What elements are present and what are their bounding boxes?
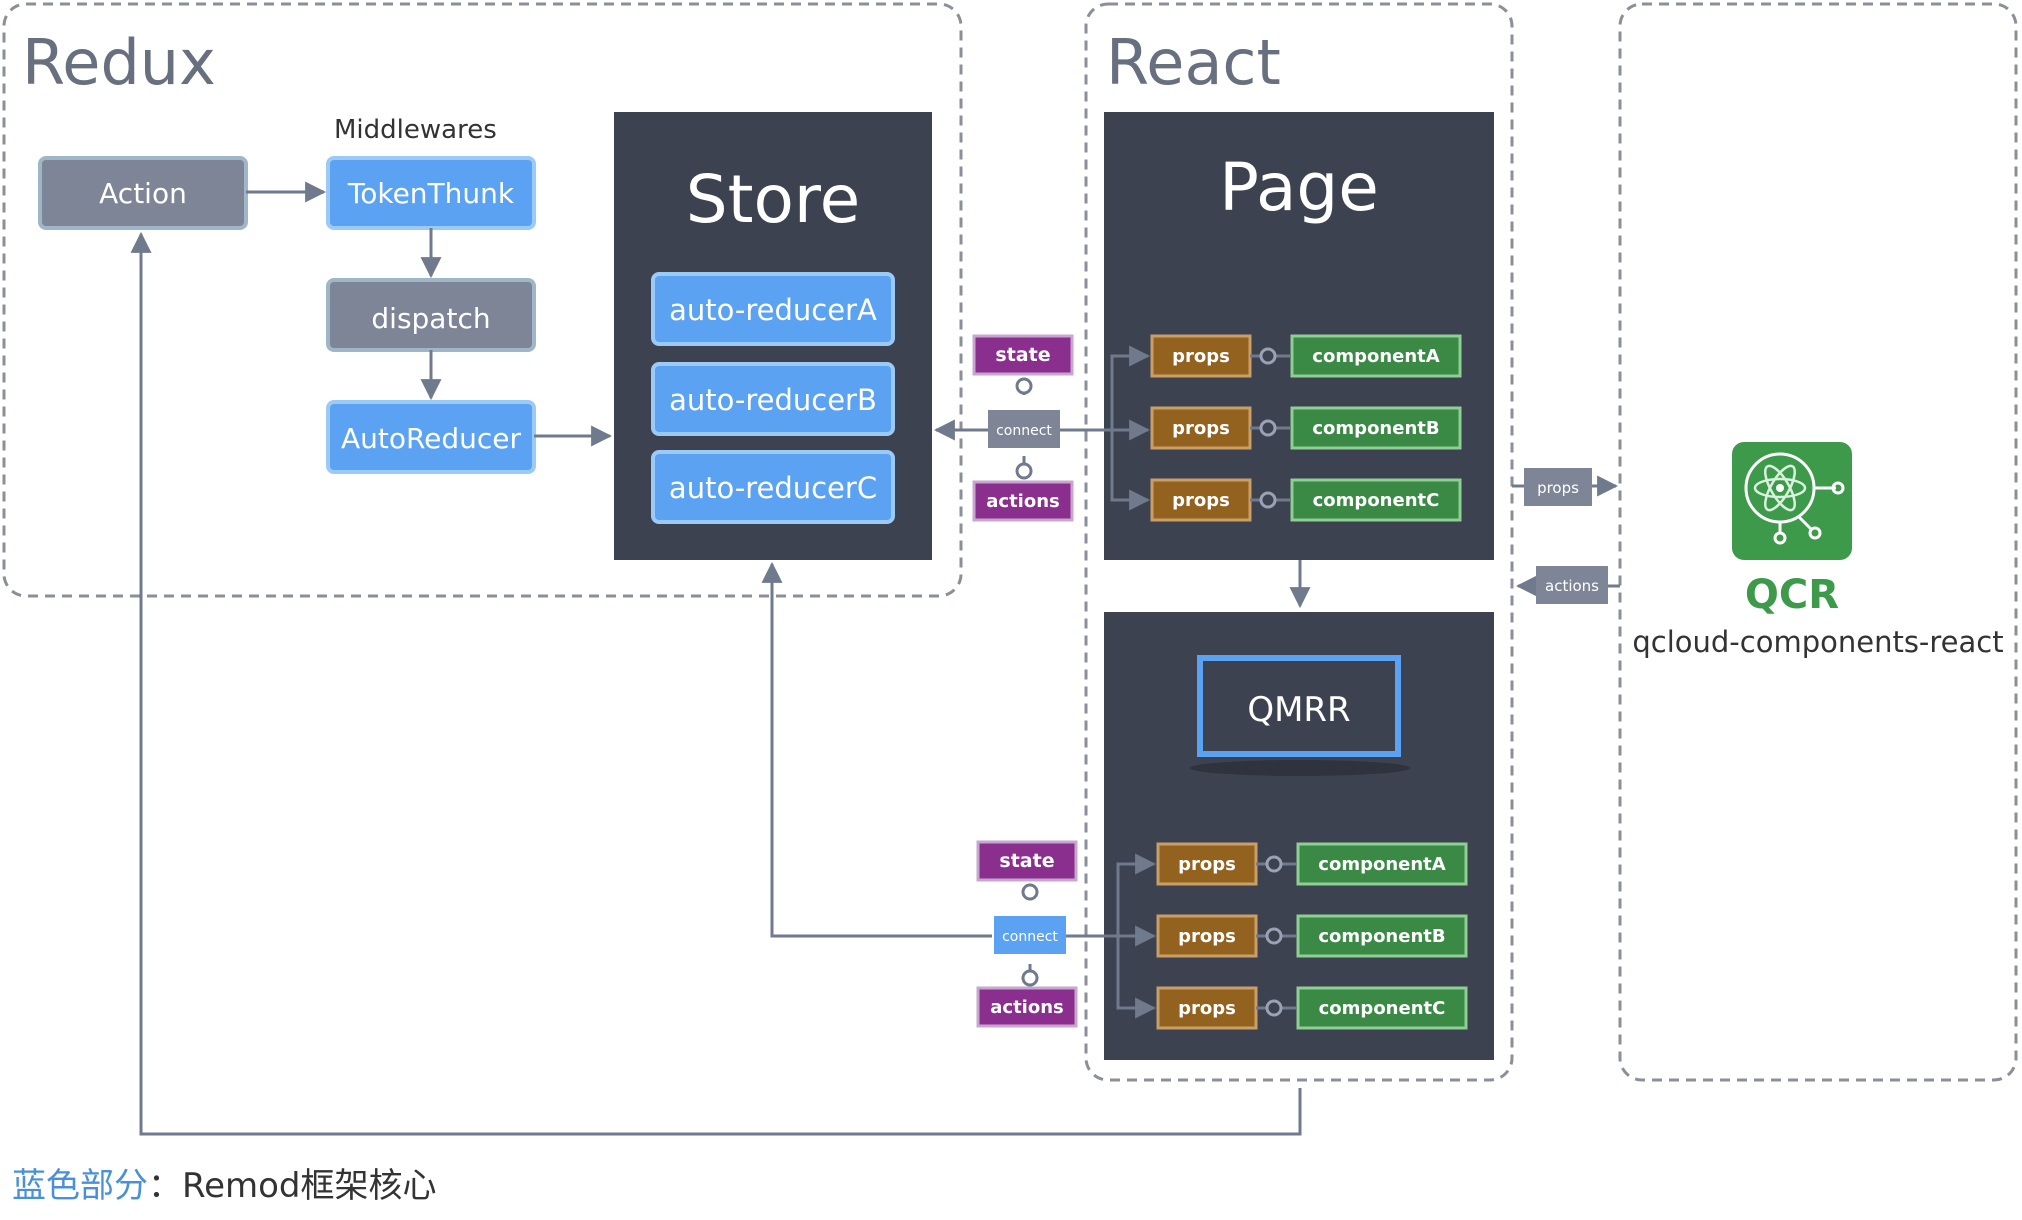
lower-connect-tag	[994, 916, 1066, 954]
svg-text:actions: actions	[986, 491, 1060, 512]
svg-text:props: props	[1178, 998, 1236, 1019]
store-panel: Store auto-reducerA auto-reducerB auto-r…	[614, 112, 932, 560]
qmrr-row-c: props componentC	[1156, 986, 1468, 1030]
upper-connect-cluster: state connect actions	[972, 334, 1074, 522]
action-box: Action	[38, 156, 248, 230]
lower-state-tag	[976, 840, 1078, 882]
lower-actions-tag	[976, 986, 1078, 1028]
component-box	[1296, 986, 1468, 1030]
upper-actions-tag	[972, 480, 1074, 522]
qmrr-title: QMRR	[1247, 690, 1350, 730]
qmrr-panel: QMRR	[1104, 612, 1494, 1060]
svg-text:actions: actions	[990, 997, 1064, 1018]
svg-text:props: props	[1178, 926, 1236, 947]
qcr-actions-tag: actions	[1536, 566, 1608, 604]
lower-connect-cluster: state connect actions	[976, 840, 1078, 1028]
qcr-props-tag: props	[1524, 468, 1592, 506]
upper-connect-tag	[988, 410, 1060, 448]
qmrr-row-b: props componentB	[1156, 914, 1468, 958]
footer-rest: Remod框架核心	[182, 1166, 437, 1206]
connector-lines	[130, 181, 1620, 1136]
page-title: Page	[1219, 149, 1379, 226]
store-title: Store	[686, 161, 860, 238]
svg-text:componentA: componentA	[1318, 854, 1445, 875]
react-container	[1084, 2, 1514, 1082]
footer-highlight: 蓝色部分	[12, 1166, 148, 1206]
component-box	[1290, 478, 1462, 522]
page-row-c: props componentC	[1150, 478, 1462, 522]
svg-text:props: props	[1537, 479, 1579, 497]
component-box	[1296, 842, 1468, 886]
react-title: React	[1106, 26, 1281, 99]
middlewares-label: Middlewares	[334, 115, 497, 145]
svg-text:dispatch: dispatch	[371, 302, 490, 335]
qcr-subtitle: qcloud-components-react	[1632, 625, 2003, 659]
page-row-a: props componentA	[1150, 334, 1462, 378]
upper-state-tag	[972, 334, 1074, 376]
svg-text:TokenThunk: TokenThunk	[347, 177, 515, 210]
page-row-b: props componentB	[1150, 406, 1462, 450]
svg-text:state: state	[995, 344, 1050, 366]
store-reducer-b: auto-reducerB	[651, 362, 895, 436]
token-thunk-box: TokenThunk	[326, 156, 536, 230]
svg-text:componentC: componentC	[1319, 998, 1446, 1019]
svg-text:Action: Action	[99, 177, 187, 210]
svg-text:auto-reducerB: auto-reducerB	[669, 383, 877, 417]
svg-text:auto-reducerA: auto-reducerA	[669, 293, 877, 327]
svg-text:props: props	[1178, 854, 1236, 875]
svg-text:componentB: componentB	[1312, 418, 1439, 439]
qmrr-box	[1197, 655, 1401, 757]
svg-text:state: state	[999, 850, 1054, 872]
component-box	[1290, 334, 1462, 378]
svg-text:AutoReducer: AutoReducer	[341, 422, 522, 455]
props-box	[1150, 406, 1252, 450]
qcr-container	[1618, 2, 2018, 1082]
qmrr-component-rows: props componentA props componentB props …	[1156, 842, 1468, 1030]
store-reducer-c: auto-reducerC	[651, 450, 895, 524]
svg-text:actions: actions	[1545, 577, 1599, 595]
component-box	[1296, 914, 1468, 958]
store-reducer-a: auto-reducerA	[651, 272, 895, 346]
props-box	[1156, 842, 1258, 886]
footer-note: 蓝色部分：Remod框架核心	[12, 1158, 437, 1207]
qcr-title: QCR	[1745, 572, 1839, 618]
react-atom-icon	[1732, 442, 1852, 560]
props-box	[1150, 334, 1252, 378]
svg-text:auto-reducerC: auto-reducerC	[669, 471, 877, 505]
svg-text:connect: connect	[996, 423, 1052, 439]
svg-text:connect: connect	[1002, 929, 1058, 945]
redux-title: Redux	[22, 26, 216, 99]
footer-separator: ：	[148, 1166, 182, 1206]
qmrr-row-a: props componentA	[1156, 842, 1468, 886]
svg-text:componentA: componentA	[1312, 346, 1439, 367]
component-box	[1290, 406, 1462, 450]
page-component-rows: props componentA props componentB props …	[1150, 334, 1462, 522]
svg-text:componentB: componentB	[1318, 926, 1445, 947]
svg-text:props: props	[1172, 346, 1230, 367]
svg-text:props: props	[1172, 418, 1230, 439]
dispatch-box: dispatch	[326, 278, 536, 352]
svg-text:componentC: componentC	[1313, 490, 1440, 511]
auto-reducer-box: AutoReducer	[326, 400, 536, 474]
svg-text:props: props	[1172, 490, 1230, 511]
